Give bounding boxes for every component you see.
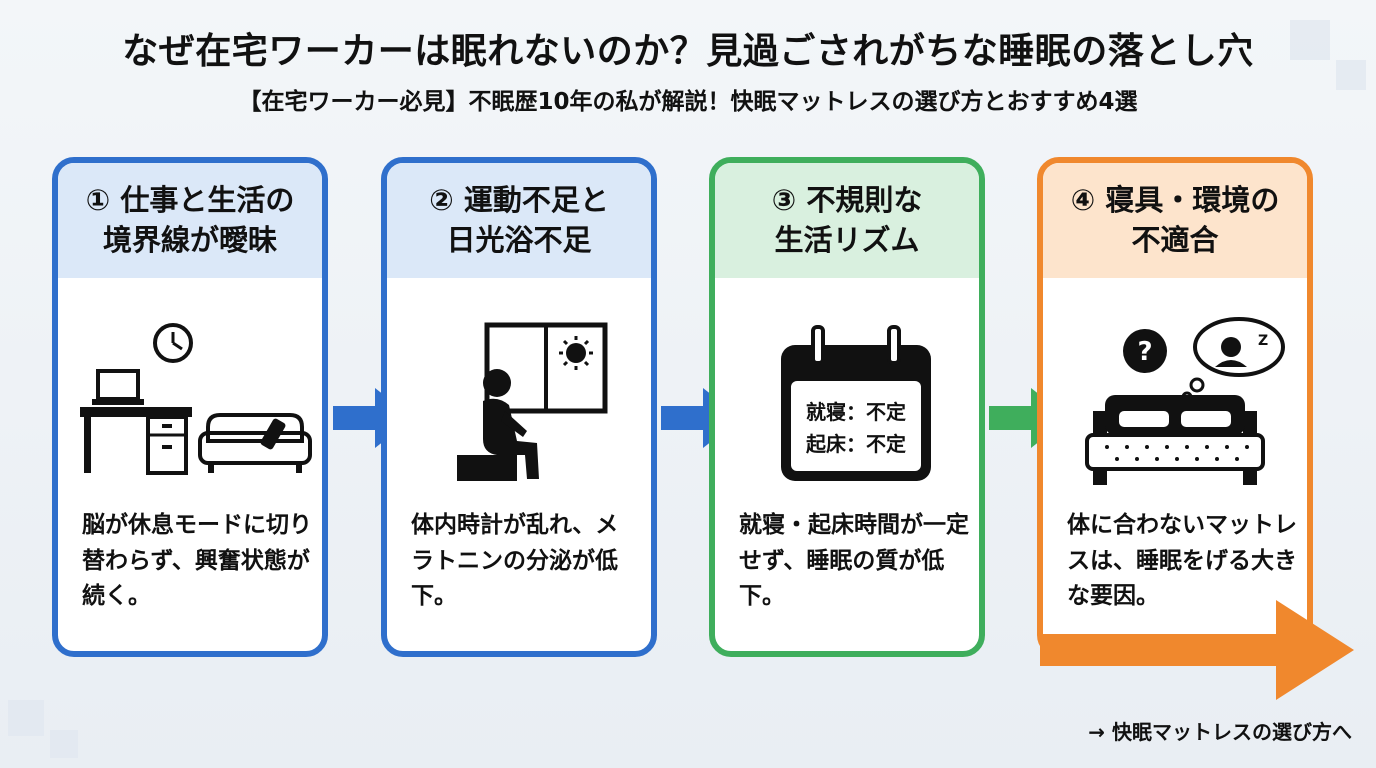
- card-description: 脳が休息モードに切り替わらず、興奮状態が続く。: [82, 512, 312, 610]
- card-description: 体内時計が乱れ、メラトニンの分泌が低下。: [411, 512, 619, 610]
- card-title-line1: ② 運動不足と: [429, 183, 609, 218]
- person-sitting-window-sun-icon: [457, 322, 608, 481]
- card-title-line1: ④ 寝具・環境の: [1070, 183, 1280, 218]
- page-subtitle: 【在宅ワーカー必見】不眠歴10年の私が解説！快眠マットレスの選び方とおすすめ4選: [238, 89, 1138, 115]
- card-header: ② 運動不足と 日光浴不足: [387, 163, 651, 278]
- card-title-line2: 境界線が曖昧: [102, 222, 277, 257]
- background-decoration: [1290, 20, 1330, 60]
- card-title-line1: ① 仕事と生活の: [85, 183, 295, 218]
- background-decoration: [8, 700, 44, 736]
- step-card-irregular-rhythm: ③ 不規則な 生活リズム 就寝：不定 起床：不定 就寝・起床時間が一定せず、睡眠…: [709, 157, 985, 657]
- card-title-line1: ③ 不規則な: [771, 183, 923, 218]
- card-header: ① 仕事と生活の 境界線が曖昧: [58, 163, 322, 278]
- card-header: ③ 不規則な 生活リズム: [715, 163, 979, 278]
- calendar-wakeup-text: 起床：不定: [805, 432, 906, 456]
- card-title-line2: 生活リズム: [774, 222, 920, 257]
- svg-text:?: ?: [1137, 337, 1152, 367]
- card-description: 就寝・起床時間が一定せず、睡眠の質が低下。: [739, 512, 969, 610]
- calendar-bedtime-text: 就寝：不定: [806, 400, 906, 424]
- final-arrow-icon: [1040, 600, 1354, 700]
- step-card-exercise-sunlight: ② 運動不足と 日光浴不足 体内時計が乱れ、メラトニンの分泌が低下。: [381, 157, 657, 657]
- background-decoration: [1336, 60, 1366, 90]
- calendar-icon: 就寝：不定 起床：不定: [781, 325, 931, 481]
- card-title-line2: 不適合: [1131, 222, 1219, 257]
- bed-question-thought-icon: ? Z: [1085, 317, 1285, 485]
- page-title: なぜ在宅ワーカーは眠れないのか？見過ごされがちな睡眠の落とし穴: [122, 31, 1254, 72]
- step-card-bedding-environment: ④ 寝具・環境の 不適合 ? Z 体に合わないマットレスは、睡眠をげる大きな要因…: [1037, 157, 1313, 657]
- step-card-work-life-boundary: ① 仕事と生活の 境界線が曖昧 脳が休息モードに切り替わらず、興奮状態が続く。: [52, 157, 328, 657]
- card-description: 体に合わないマットレスは、睡眠をげる大きな要因。: [1067, 512, 1297, 610]
- next-link[interactable]: → 快眠マットレスの選び方へ: [1088, 720, 1352, 744]
- card-header: ④ 寝具・環境の 不適合: [1043, 163, 1307, 278]
- thought-z-text: Z: [1258, 333, 1268, 349]
- background-decoration: [50, 730, 78, 758]
- desk-laptop-clock-sofa-icon: [80, 323, 312, 475]
- card-title-line2: 日光浴不足: [446, 222, 592, 257]
